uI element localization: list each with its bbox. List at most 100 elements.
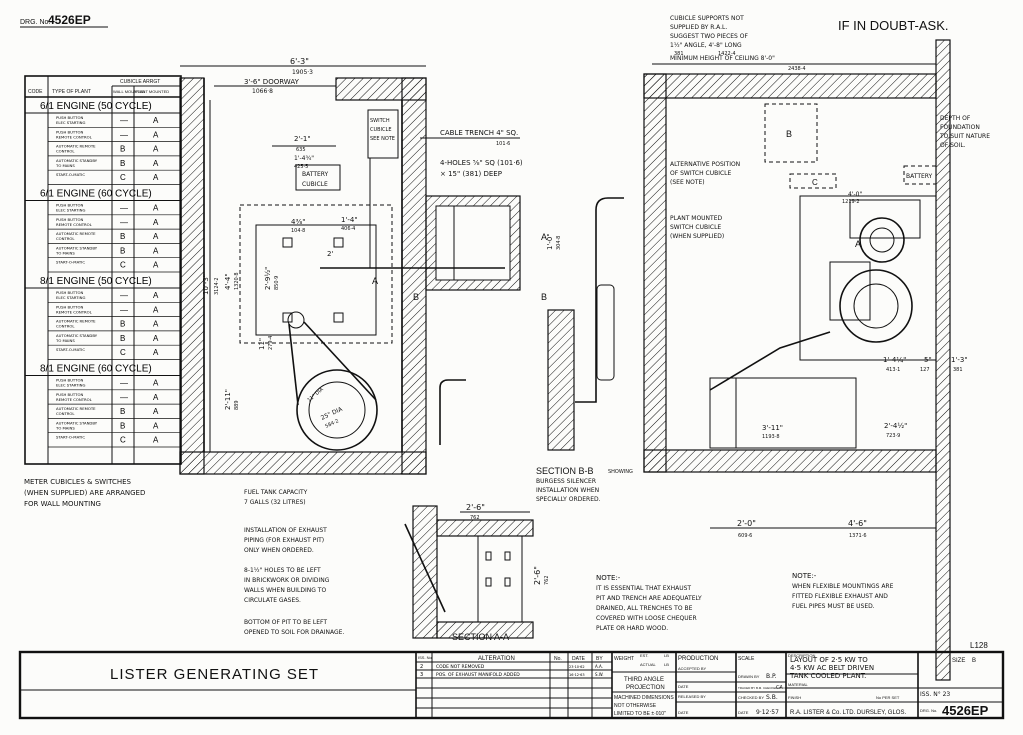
aa-hole-2 (504, 551, 511, 561)
dim-11: 11" (258, 338, 266, 350)
note1-line-1: IT IS ESSENTIAL THAT EXHAUST (596, 585, 691, 592)
tb-by-label: BY (596, 656, 603, 662)
aa-dim-top: 2'-6" (466, 503, 485, 512)
table-row-type-2: TO MAINS (55, 250, 75, 255)
plan-pulley-small (287, 311, 305, 329)
tb-drawn-label: DRAWN BY (738, 674, 760, 679)
title-block: LISTER GENERATING SET ISS. No. ALTERATIO… (18, 650, 1005, 720)
plan-switch-label-2: CUBICLE (370, 127, 392, 133)
elev-wall-left (643, 73, 667, 473)
support-mm-2: 1422·4 (718, 51, 736, 57)
note2-title: NOTE:- (792, 572, 817, 580)
fuel-tank-line-2: 7 GALLS (32 LITRES) (244, 499, 306, 506)
table-row-type: PUSH BUTTON (56, 290, 83, 295)
support-line-4: 1½" ANGLE, 4'-8" LONG (670, 42, 742, 49)
drg-no-top: 4526EP (48, 13, 91, 27)
table-row-type: START-O-MATIC (56, 347, 85, 352)
support-mm-1: 381 (674, 51, 684, 57)
table-row-plant: A (153, 261, 159, 270)
table-row-plant: A (153, 379, 159, 388)
table-col-wall-label: WALL MOUNTED (113, 89, 145, 94)
elev-dim-1-4-mm: 413·1 (886, 367, 900, 373)
bb-note-3: INSTALLATION WHEN (536, 487, 599, 494)
plan-pulley-small-label: 11" DIA (306, 386, 325, 403)
alt-row-text: POS. OF EXHAUST MANIFOLD ADDED (436, 672, 520, 678)
table-row-type: AUTOMATIC REMOTE (56, 144, 96, 149)
plan-trench-inner (435, 205, 511, 281)
plan-wall-bottom (179, 451, 427, 475)
elev-pulley-top (859, 217, 905, 263)
table-row-plant: A (153, 130, 159, 139)
tb-size-value: B (972, 658, 976, 664)
table-row-type: AUTOMATIC REMOTE (56, 231, 96, 236)
dim-2-9: 2'-9½" (264, 267, 272, 290)
plan-switch-label-3: SEE NOTE (370, 136, 395, 142)
elev-dim-4-6: 4'-6" (848, 519, 867, 528)
elev-battery-box (903, 165, 937, 185)
note1-line-2: PIT AND TRENCH ARE ADEQUATELY (596, 595, 702, 602)
table-row-type-2: TO MAINS (55, 338, 75, 343)
plan-battery-cubicle (295, 164, 341, 191)
tb-description-3: TANK COOLED PLANT. (789, 672, 866, 680)
dim-2-9-mm: 850·9 (274, 276, 280, 290)
dim-1-4: 1'-4¾" (294, 155, 314, 162)
table-row-plant: A (153, 407, 159, 416)
elev-dim-4-6-mm: 1371·6 (849, 533, 867, 539)
min-height-label: MINIMUM HEIGHT OF CEILING 8'-0" (670, 55, 775, 62)
table-row-wall: — (120, 116, 128, 125)
aa-dim-side: 2'-6" (533, 566, 542, 585)
bb-note-2: BURGESS SILENCER (536, 478, 596, 485)
tb-projection-1: THIRD ANGLE (624, 677, 664, 683)
tb-scale-label: SCALE (738, 656, 755, 662)
trench-dim: 1'-0" (546, 233, 554, 250)
dim-2-plain: 2' (327, 250, 333, 258)
table-row-type-2: ELEC STARTING (56, 295, 85, 300)
table-row-plant: A (153, 218, 159, 227)
plan-belt-2 (303, 321, 377, 401)
table-row-plant: A (153, 421, 159, 430)
alt-pos-1: ALTERNATIVE POSITION (670, 161, 740, 168)
plan-pulley-hub (308, 381, 366, 439)
dim-1-4-mm: 425·5 (294, 164, 308, 170)
table-row-plant: A (153, 291, 159, 300)
table-row-wall: B (120, 421, 125, 430)
tb-projection-2: PROJECTION (626, 685, 665, 691)
tb-description-2: 4·5 KW AC BELT DRIVEN (790, 664, 874, 672)
table-row-plant: A (153, 159, 159, 168)
table-row-type: PUSH BUTTON (56, 129, 83, 134)
cable-trench-mm: 101·6 (496, 141, 510, 147)
tb-part-set: No PER SET (876, 695, 900, 700)
table-row-type-2: CONTROL (56, 411, 75, 416)
elev-dim-3-11-mm: 1193·8 (762, 434, 780, 440)
tb-drg-no: 4526EP (942, 703, 989, 718)
dim-4: 4⅜" (291, 218, 305, 226)
table-row-wall: — (120, 291, 128, 300)
aa-hole-4 (504, 577, 511, 587)
table-row-plant: A (153, 305, 159, 314)
table-row-type-2: REMOTE CONTROL (56, 134, 93, 139)
tb-machined-3: LIMITED TO BE ±·010" (614, 711, 666, 717)
plan-switch-label-1: SWITCH (370, 118, 390, 124)
table-col-plant-label: PLANT MOUNTED (135, 89, 169, 94)
bb-pipe-lower (439, 379, 466, 445)
table-row-type: PUSH BUTTON (56, 217, 83, 222)
alt-row-iss: 3 (420, 672, 423, 678)
elev-dim-2-4-mm: 723·9 (886, 433, 900, 439)
table-row-wall: B (120, 334, 125, 343)
tb-machined-2: NOT OTHERWISE (614, 703, 657, 709)
support-line-1: CUBICLE SUPPORTS NOT (670, 15, 744, 22)
table-row-type-2: ELEC STARTING (56, 208, 85, 213)
holes-note-2: IN BRICKWORK OR DIVIDING (244, 577, 330, 584)
table-note-line-3: FOR WALL MOUNTING (24, 500, 101, 508)
table-row-plant: A (153, 116, 159, 125)
tb-date-label-3: DATE (738, 710, 749, 715)
elev-switch-box (849, 199, 921, 239)
plant-mounted-1: PLANT MOUNTED (670, 215, 722, 222)
dim-10-3-mm: 3124·2 (214, 278, 220, 296)
elev-box-b: B (786, 129, 792, 139)
table-row-type-2: REMOTE CONTROL (56, 397, 93, 402)
tb-date-label: DATE (572, 656, 586, 662)
table-row-type: START-O-MATIC (56, 172, 85, 177)
